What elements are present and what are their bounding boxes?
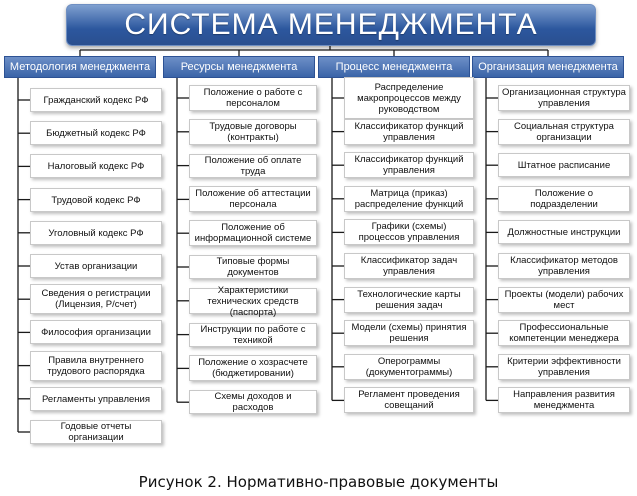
document-box: Графики (схемы) процессов управления: [344, 219, 474, 245]
document-box: Инструкции по работе с техникой: [189, 323, 317, 347]
document-box: Схемы доходов и расходов: [189, 390, 317, 414]
document-box: Должностные инструкции: [498, 220, 630, 244]
document-box: Устав организации: [30, 254, 162, 278]
document-box: Социальная структура организации: [498, 119, 630, 145]
document-box: Классификатор функций управления: [344, 119, 474, 145]
document-box: Типовые формы документов: [189, 255, 317, 279]
document-box: Матрица (приказ) распределение функций: [344, 186, 474, 212]
document-box: Характеристики технических средств (пасп…: [189, 285, 317, 318]
document-box: Направления развития менеджмента: [498, 387, 630, 413]
document-box: Философия организации: [30, 320, 162, 344]
document-box: Регламенты управления: [30, 387, 162, 411]
document-box: Оперограммы (документограммы): [344, 354, 474, 380]
document-box: Правила внутреннего трудового распорядка: [30, 351, 162, 381]
figure-caption: Рисунок 2. Нормативно-правовые документы: [138, 473, 499, 491]
document-box: Критерии эффективности управления: [498, 354, 630, 380]
document-box: Распределение макропроцессов между руков…: [344, 77, 474, 119]
document-box: Положение об аттестации персонала: [189, 186, 317, 212]
document-box: Штатное расписание: [498, 153, 630, 177]
document-box: Трудовой кодекс РФ: [30, 188, 162, 212]
document-box: Положение об информационной системе: [189, 220, 317, 246]
document-box: Годовые отчеты организации: [30, 420, 162, 444]
document-box: Профессиональные компетенции менеджера: [498, 320, 630, 346]
main-title: СИСТЕМА МЕНЕДЖМЕНТА: [66, 4, 596, 46]
document-box: Модели (схемы) принятия решения: [344, 320, 474, 346]
document-box: Технологические карты решения задач: [344, 287, 474, 313]
document-box: Положение о подразделении: [498, 186, 630, 212]
document-box: Организационная структура управления: [498, 85, 630, 111]
document-box: Регламент проведения совещаний: [344, 387, 474, 413]
document-box: Бюджетный кодекс РФ: [30, 121, 162, 145]
document-box: Положение о хозрасчете (бюджетировании): [189, 355, 317, 381]
column-header: Методология менеджмента: [4, 56, 156, 78]
document-box: Уголовный кодекс РФ: [30, 221, 162, 245]
document-box: Налоговый кодекс РФ: [30, 154, 162, 178]
document-box: Положение о работе с персоналом: [189, 85, 317, 111]
column-header: Ресурсы менеджмента: [163, 56, 315, 78]
document-box: Классификатор задач управления: [344, 253, 474, 279]
document-box: Гражданский кодекс РФ: [30, 88, 162, 112]
column-header: Организация менеджмента: [472, 56, 624, 78]
column-header: Процесс менеджмента: [318, 56, 470, 78]
document-box: Классификатор функций управления: [344, 152, 474, 178]
document-box: Сведения о регистрации (Лицензия, Р/счет…: [30, 284, 162, 314]
document-box: Классификатор методов управления: [498, 253, 630, 279]
document-box: Трудовые договоры (контракты): [189, 119, 317, 145]
document-box: Положение об оплате труда: [189, 154, 317, 178]
document-box: Проекты (модели) рабочих мест: [498, 287, 630, 313]
